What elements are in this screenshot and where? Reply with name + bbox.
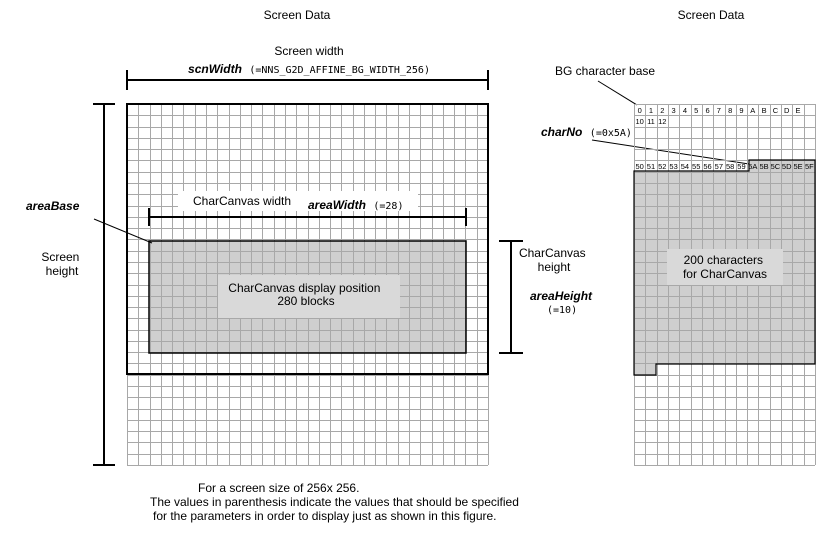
char-index-label: 58 (726, 162, 734, 171)
char-index-label: 2 (660, 106, 664, 115)
char-index-label: 8 (728, 106, 732, 115)
char-no-annotation: charNo (=0x5A) (541, 123, 632, 140)
screen-height-line1: Screen (41, 250, 79, 264)
area-width-param: areaWidth (308, 198, 366, 212)
chars-label-box (667, 249, 783, 285)
bg-char-base-label: BG character base (555, 64, 655, 78)
footnote-line2: The values in parenthesis indicate the v… (150, 495, 519, 509)
char-index-label: 5C (771, 162, 781, 171)
charcanvas-width-label-bg (178, 191, 418, 211)
char-index-label: 50 (635, 162, 643, 171)
char-index-label: 51 (647, 162, 655, 171)
screen-height-label: Screen height (41, 250, 82, 278)
screen-frame (126, 103, 489, 375)
charcanvas-width-label: CharCanvas width (193, 194, 291, 208)
char-index-label: B (762, 106, 767, 115)
right-panel-title: Screen Data (678, 8, 745, 22)
char-index-label: 5 (694, 106, 698, 115)
char-index-label: 56 (703, 162, 711, 171)
charcanvas-height-line2: height (538, 260, 571, 274)
char-index-label: D (784, 106, 790, 115)
footnote-line3: for the parameters in order to display j… (153, 509, 497, 523)
char-no-value: (=0x5A) (590, 128, 632, 139)
display-position-label: CharCanvas display position 280 blocks (228, 281, 383, 308)
char-index-label: 11 (647, 117, 655, 126)
area-width-value: (=28) (373, 201, 403, 212)
area-width-annotation: areaWidth (=28) (308, 196, 403, 213)
charcanvas-frame (148, 240, 467, 354)
chars-label-line1: 200 characters (684, 253, 763, 267)
charcanvas-height-line1: CharCanvas (519, 246, 586, 260)
char-index-label: 0 (638, 106, 642, 115)
char-no-param: charNo (541, 125, 582, 139)
char-index-label: 53 (669, 162, 677, 171)
area-height-value: (=10) (547, 305, 577, 316)
char-index-label: E (796, 106, 801, 115)
scn-width-param: scnWidth (188, 62, 242, 76)
screen-height-line2: height (46, 264, 79, 278)
display-position-line1: CharCanvas display position (228, 281, 380, 295)
charcanvas-characters-outline (633, 159, 816, 376)
char-index-label: 5F (805, 162, 814, 171)
display-position-label-box (218, 275, 400, 318)
char-index-label: 5A (748, 162, 757, 171)
char-index-label: 4 (683, 106, 687, 115)
chars-label-line2: for CharCanvas (683, 267, 767, 281)
charcanvas-height-label: CharCanvas height (519, 246, 589, 274)
char-index-label: C (773, 106, 779, 115)
char-index-label: 7 (717, 106, 721, 115)
display-position-line2: 280 blocks (277, 294, 334, 308)
char-index-label: A (750, 106, 755, 115)
left-panel-title: Screen Data (264, 8, 331, 22)
char-index-label: 59 (737, 162, 745, 171)
char-index-label: 5B (760, 162, 769, 171)
scn-width-annotation: scnWidth (=NNS_G2D_AFFINE_BG_WIDTH_256) (188, 60, 430, 77)
screen-width-label: Screen width (274, 44, 343, 58)
chars-label: 200 characters for CharCanvas (683, 253, 767, 281)
area-base-pointer (93, 218, 153, 244)
char-index-label: 52 (658, 162, 666, 171)
char-index-label: 3 (672, 106, 676, 115)
screen-grid (127, 104, 489, 466)
char-index-label: 12 (658, 117, 666, 126)
char-index-label: 57 (715, 162, 723, 171)
bg-char-base-pointer (597, 80, 638, 106)
char-index-label: 54 (681, 162, 689, 171)
area-base-param: areaBase (26, 199, 80, 213)
char-index-label: 5D (782, 162, 792, 171)
footnote-line1: For a screen size of 256x 256. (198, 481, 360, 495)
scn-width-value: (=NNS_G2D_AFFINE_BG_WIDTH_256) (249, 65, 430, 76)
char-index-label: 1 (649, 106, 653, 115)
char-index-label: 6 (705, 106, 709, 115)
area-height-param: areaHeight (530, 289, 593, 303)
char-index-label: 55 (692, 162, 700, 171)
char-index-label: 9 (739, 106, 743, 115)
char-index-label: 10 (635, 117, 643, 126)
char-index-label: 5E (793, 162, 802, 171)
